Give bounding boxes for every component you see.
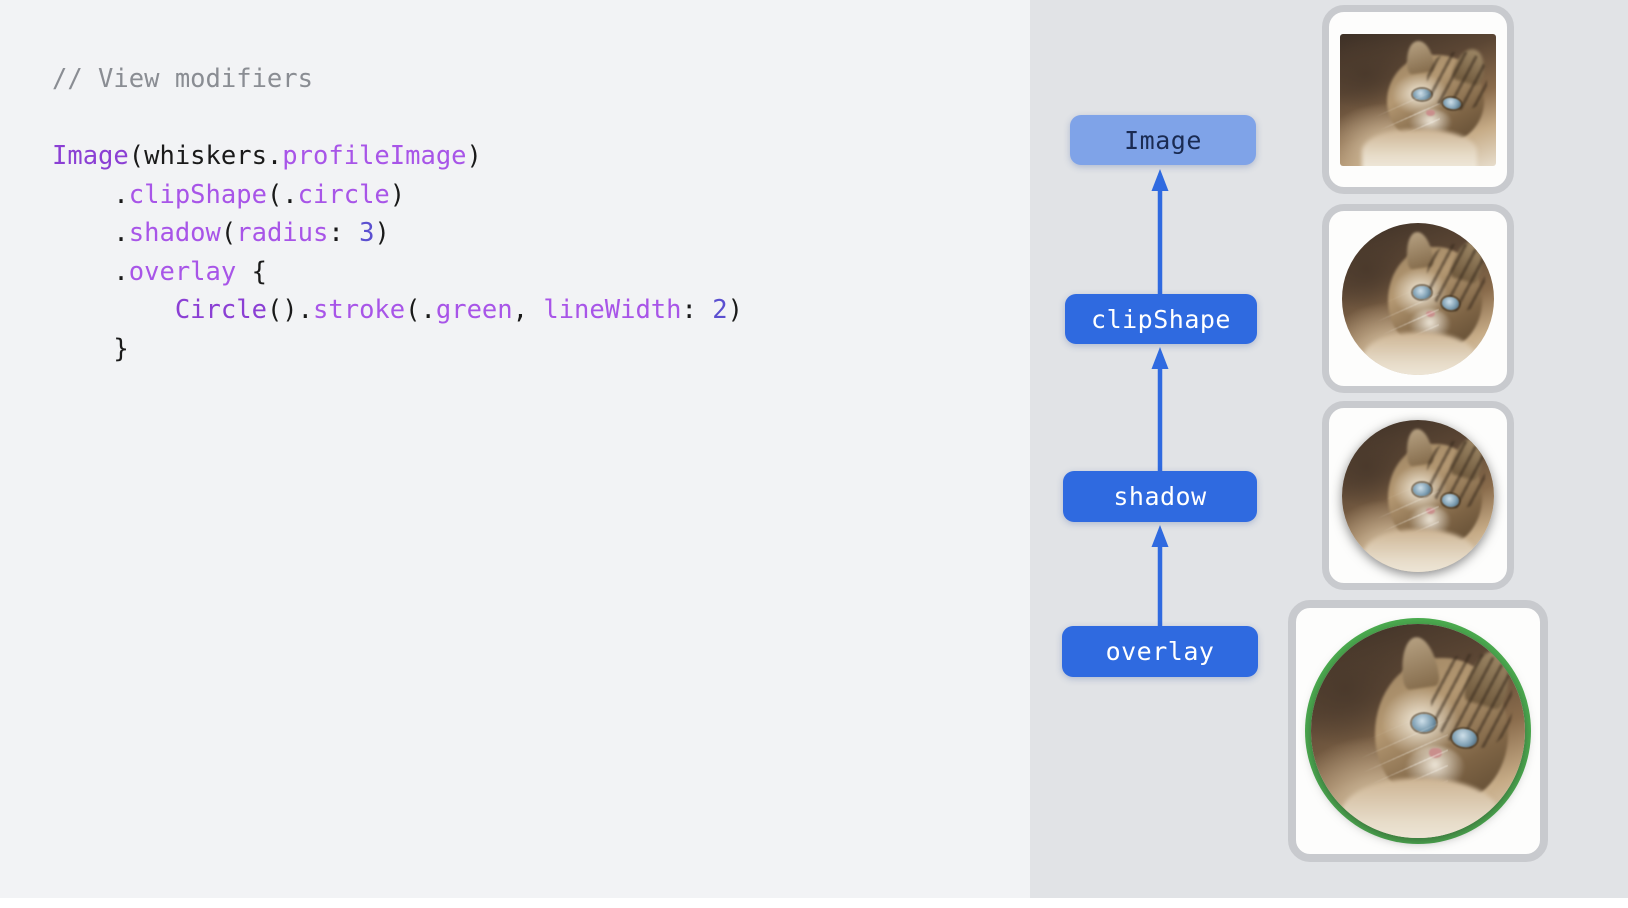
code-line: .clipShape(.circle)	[52, 176, 743, 215]
code-token: )	[389, 179, 406, 210]
code-token: // View modifiers	[52, 64, 313, 94]
node-overlay[interactable]: overlay	[1062, 626, 1258, 677]
cat-photo-circle	[1342, 222, 1494, 375]
code-token: ().	[266, 295, 314, 325]
code-token: ,	[512, 295, 544, 325]
code-line: Image(whiskers.profileImage)	[52, 137, 743, 176]
preview-card-image[interactable]	[1322, 5, 1514, 194]
node-shadow[interactable]: shadow	[1063, 471, 1257, 522]
arrow-clipshape-to-image	[1151, 169, 1169, 295]
code-token: (	[220, 218, 237, 248]
code-token: 2	[712, 295, 728, 325]
node-overlay-label: overlay	[1105, 637, 1215, 666]
code-token: :	[681, 295, 713, 325]
code-token: (.	[266, 179, 298, 210]
code-token: lineWidth	[543, 295, 682, 325]
code-token: Circle	[174, 295, 267, 325]
node-shadow-label: shadow	[1113, 482, 1207, 511]
code-token: (whiskers.	[128, 141, 283, 171]
code-line: }	[52, 330, 743, 369]
code-token: circle	[297, 179, 390, 210]
node-clipshape[interactable]: clipShape	[1065, 294, 1257, 344]
code-line: .overlay {	[52, 253, 743, 292]
code-token: shadow	[128, 218, 221, 248]
code-token: profileImage	[282, 141, 467, 171]
code-token: )	[466, 141, 482, 171]
code-token: :	[328, 218, 360, 248]
node-image[interactable]: Image	[1070, 115, 1256, 165]
code-token: {	[236, 256, 267, 287]
code-token: 3	[359, 218, 375, 248]
preview-card-shadow[interactable]	[1322, 401, 1514, 590]
code-token: green	[435, 295, 513, 325]
code-token: .	[52, 256, 129, 287]
code-token: .	[52, 218, 129, 248]
cat-photo-circle-shadow	[1342, 419, 1494, 572]
code-line	[52, 99, 743, 138]
preview-card-overlay[interactable]	[1288, 600, 1548, 862]
node-image-label: Image	[1124, 125, 1202, 155]
code-token: (.	[405, 295, 436, 325]
node-clipshape-label: clipShape	[1091, 304, 1231, 334]
cat-photo-square	[1340, 33, 1496, 166]
code-line: .shadow(radius: 3)	[52, 214, 743, 253]
arrow-shadow-to-clipshape	[1151, 347, 1169, 472]
code-token: .	[52, 179, 129, 210]
code-line: Circle().stroke(.green, lineWidth: 2)	[52, 291, 743, 330]
code-line: // View modifiers	[52, 60, 743, 99]
arrow-overlay-to-shadow	[1151, 525, 1169, 627]
preview-card-clipshape[interactable]	[1322, 204, 1514, 393]
cat-photo-circle-green-ring	[1311, 624, 1525, 838]
code-token: )	[727, 295, 743, 325]
diagram-panel: Image clipShape shadow overlay	[1030, 0, 1628, 898]
code-token: clipShape	[128, 179, 267, 210]
code-token: )	[374, 218, 390, 248]
code-token: overlay	[128, 256, 237, 287]
code-token: }	[52, 333, 129, 364]
code-token: stroke	[313, 295, 406, 325]
code-token: Image	[52, 141, 129, 171]
code-token	[52, 295, 175, 325]
code-token: radius	[236, 218, 329, 248]
